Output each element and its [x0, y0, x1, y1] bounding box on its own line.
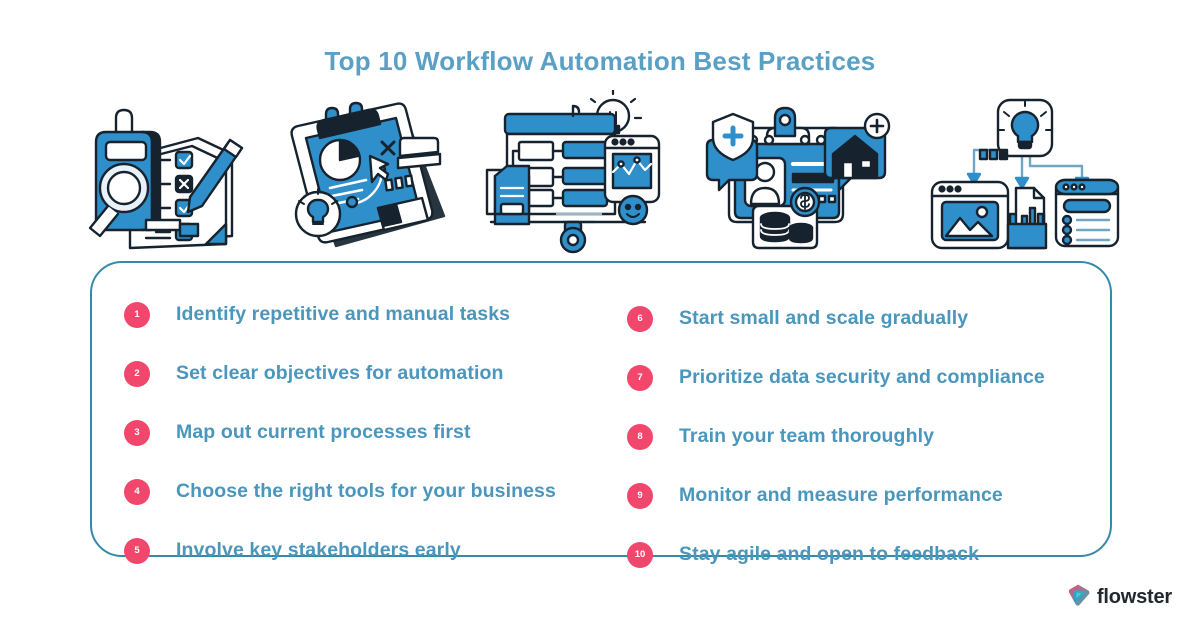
list-item-number-badge: 10: [627, 541, 653, 568]
best-practices-left-column: 1 Identify repetitive and manual tasks 2…: [92, 263, 607, 564]
flowster-wordmark: flowster: [1096, 586, 1172, 608]
list-item-label: Stay agile and open to feedback: [679, 543, 980, 565]
list-item[interactable]: 10 Stay agile and open to feedback: [627, 525, 1110, 584]
list-item[interactable]: 2 Set clear objectives for automation: [124, 344, 607, 403]
list-item-number-badge: 7: [627, 364, 653, 391]
list-item[interactable]: 9 Monitor and measure performance: [627, 466, 1110, 525]
list-item[interactable]: 1 Identify repetitive and manual tasks: [124, 285, 607, 344]
flowster-logo[interactable]: flowster: [1066, 583, 1172, 612]
list-item[interactable]: 3 Map out current processes first: [124, 403, 607, 462]
list-item[interactable]: 4 Choose the right tools for your busine…: [124, 462, 607, 521]
list-item-number-badge: 6: [627, 305, 653, 332]
list-item[interactable]: 7 Prioritize data security and complianc…: [627, 348, 1110, 407]
illustration-idea-distribution-nodes: [920, 90, 1125, 256]
list-item-label: Identify repetitive and manual tasks: [176, 303, 511, 325]
list-item[interactable]: 6 Start small and scale gradually: [627, 289, 1110, 348]
list-item-label: Involve key stakeholders early: [176, 539, 461, 561]
page-title: Top 10 Workflow Automation Best Practice…: [324, 46, 876, 76]
list-item-number-badge: 5: [124, 537, 150, 564]
list-item-label: Monitor and measure performance: [679, 484, 1003, 506]
list-item[interactable]: 8 Train your team thoroughly: [627, 407, 1110, 466]
best-practices-right-column: 6 Start small and scale gradually 7 Prio…: [607, 263, 1110, 568]
illustration-clipboard-chart-lightbulb: [278, 96, 450, 256]
best-practices-panel: 1 Identify repetitive and manual tasks 2…: [90, 261, 1112, 568]
list-item-number-badge: 4: [124, 478, 150, 505]
list-item-label: Start small and scale gradually: [679, 307, 969, 329]
illustration-clipboard-checklist-magnifier: [80, 96, 250, 256]
list-item-label: Train your team thoroughly: [679, 425, 935, 447]
list-item-label: Set clear objectives for automation: [176, 362, 504, 384]
list-item-number-badge: 8: [627, 423, 653, 450]
list-item-number-badge: 1: [124, 301, 150, 328]
list-item-label: Map out current processes first: [176, 421, 471, 443]
illustration-clipboard-person-security-assets: [693, 96, 893, 256]
list-item-number-badge: 2: [124, 360, 150, 387]
list-item-number-badge: 9: [627, 482, 653, 509]
illustration-flowchart-board-analytics: [477, 90, 665, 256]
list-item[interactable]: 5 Involve key stakeholders early: [124, 521, 607, 580]
list-item-label: Prioritize data security and compliance: [679, 366, 1045, 388]
list-item-number-badge: 3: [124, 419, 150, 446]
flowster-arrow-mark-icon: [1066, 583, 1090, 612]
illustration-strip: [80, 88, 1125, 256]
list-item-label: Choose the right tools for your business: [176, 480, 556, 502]
